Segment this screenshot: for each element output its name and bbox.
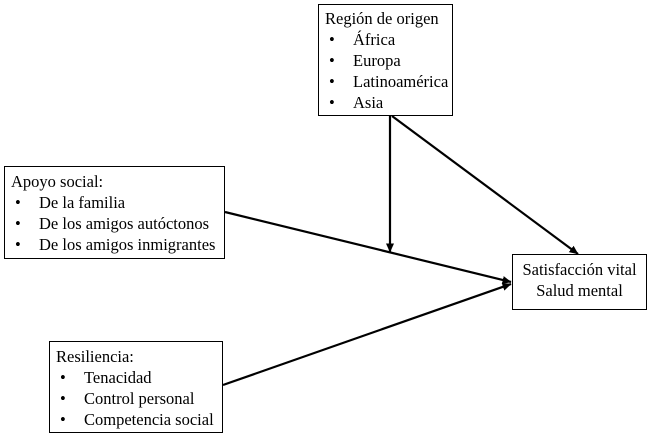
region-item-asia: Asia	[325, 92, 446, 113]
region-of-origin-box: Región de origen África Europa Latinoamé…	[318, 4, 453, 116]
resilience-item-personal-control: Control personal	[56, 388, 216, 409]
support-item-native-friends: De los amigos autóctonos	[11, 213, 218, 234]
resilience-item-social-competence: Competencia social	[56, 409, 216, 430]
region-item-europa: Europa	[325, 50, 446, 71]
resilience-list: Tenacidad Control personal Competencia s…	[56, 367, 216, 430]
outcome-box: Satisfacción vital Salud mental	[512, 254, 647, 310]
resilience-title: Resiliencia:	[56, 347, 134, 366]
support-item-family: De la familia	[11, 192, 218, 213]
region-title: Región de origen	[325, 9, 439, 28]
resilience-box: Resiliencia: Tenacidad Control personal …	[49, 341, 223, 433]
social-support-box: Apoyo social: De la familia De los amigo…	[4, 166, 225, 259]
region-item-africa: África	[325, 29, 446, 50]
region-item-latinoamerica: Latinoamérica	[325, 71, 448, 92]
resilience-item-tenacity: Tenacidad	[56, 367, 216, 388]
support-title: Apoyo social:	[11, 172, 104, 191]
outcome-life-satisfaction: Satisfacción vital	[522, 260, 637, 279]
support-list: De la familia De los amigos autóctonos D…	[11, 192, 218, 255]
arrow-support-to-outcome	[224, 210, 512, 284]
region-list: África Europa Latinoamérica Asia	[325, 29, 448, 113]
arrow-resilience-to-outcome	[222, 282, 512, 387]
support-item-immigrant-friends: De los amigos inmigrantes	[11, 234, 218, 255]
arrow-region-to-outcome	[391, 115, 579, 255]
outcome-mental-health: Salud mental	[536, 281, 623, 300]
